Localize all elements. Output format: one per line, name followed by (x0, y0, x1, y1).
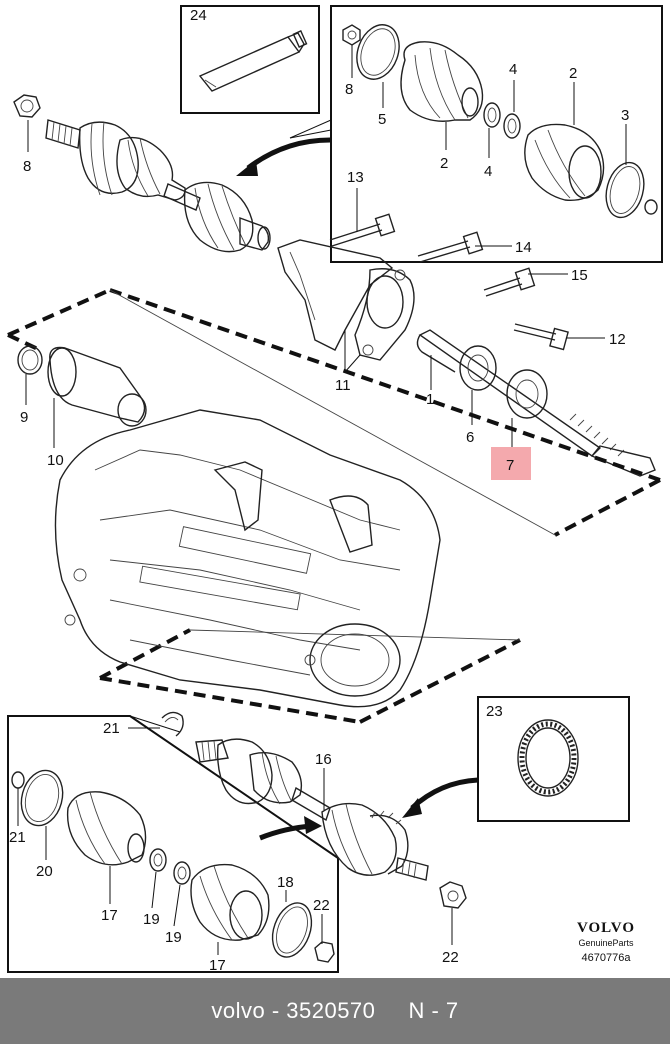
arrow-icon (246, 137, 331, 170)
callout-9: 9 (20, 409, 28, 426)
callout-18: 18 (277, 874, 294, 891)
clamp-ring-icon (356, 24, 400, 80)
callout-15: 15 (571, 267, 588, 284)
lower-driveshaft (161, 711, 467, 909)
callout-24: 24 (190, 7, 207, 24)
callout-17: 17 (101, 907, 118, 924)
clamp-ring-icon (605, 161, 658, 219)
callout-labels: 24 8 8 5 2 4 4 2 3 13 14 15 12 11 1 6 7 … (9, 7, 629, 974)
exploded-parts-diagram: 24 8 8 5 2 4 4 2 3 13 14 15 12 11 1 6 7 … (7, 5, 663, 974)
callout-12: 12 (609, 331, 626, 348)
box-outer-joint-kit (236, 5, 663, 263)
nut-icon (13, 94, 41, 118)
callout-2: 2 (440, 155, 448, 172)
nut-icon (342, 24, 361, 46)
bolt-icon (417, 231, 484, 263)
o-ring-icon (17, 345, 43, 375)
arrow-icon (259, 823, 313, 841)
intermediate-shaft (416, 329, 656, 477)
box-part-24 (180, 5, 320, 114)
brand-name: VOLVO (576, 920, 636, 936)
callout-10: 10 (47, 452, 64, 469)
callout-3: 3 (621, 107, 629, 124)
diagram-number: 4670776a (581, 952, 631, 964)
callout-20: 20 (36, 863, 53, 880)
upper-driveshaft (13, 94, 271, 253)
boot-icon (524, 123, 605, 201)
callout-8: 8 (345, 81, 353, 98)
leader-lines (17, 45, 627, 955)
dashed-frame (7, 288, 661, 724)
callout-8: 8 (23, 158, 31, 175)
callout-19: 19 (143, 911, 160, 928)
boot-icon (400, 41, 484, 122)
callout-14: 14 (515, 239, 532, 256)
callout-21: 21 (103, 720, 120, 737)
arrow-icon (410, 777, 479, 810)
footer-bar: volvo - 3520570 N - 7 (0, 978, 670, 1044)
callout-19: 19 (165, 929, 182, 946)
callout-1: 1 (426, 391, 434, 408)
callout-16: 16 (315, 751, 332, 768)
callout-22: 22 (313, 897, 330, 914)
box-part-23 (402, 696, 630, 822)
brand-block: VOLVO GenuineParts 4670776a (556, 920, 656, 964)
callout-11: 11 (335, 377, 351, 394)
footer-text: volvo - 3520570 N - 7 (211, 998, 459, 1023)
bolt-icon (329, 213, 396, 247)
callout-4: 4 (484, 163, 492, 180)
callout-6: 6 (466, 429, 474, 446)
abs-ring-icon (517, 719, 579, 797)
callout-22: 22 (442, 949, 459, 966)
callout-4: 4 (509, 61, 517, 78)
bearing-bracket (277, 239, 415, 361)
callout-23: 23 (486, 703, 503, 720)
callout-13: 13 (347, 169, 364, 186)
retaining-ring-icon (483, 102, 521, 139)
callout-21: 21 (9, 829, 26, 846)
highlight-box (491, 447, 531, 480)
grease-tube-icon (198, 30, 308, 92)
bolt-icon (483, 267, 536, 297)
callout-17: 17 (209, 957, 226, 974)
callout-2: 2 (569, 65, 577, 82)
seal-sleeve-icon (47, 346, 147, 427)
callout-5: 5 (378, 111, 386, 128)
brand-subtitle: GenuineParts (578, 938, 634, 948)
transmission-housing (54, 409, 441, 708)
callout-7: 7 (506, 457, 514, 474)
bolt-icon (513, 323, 569, 351)
